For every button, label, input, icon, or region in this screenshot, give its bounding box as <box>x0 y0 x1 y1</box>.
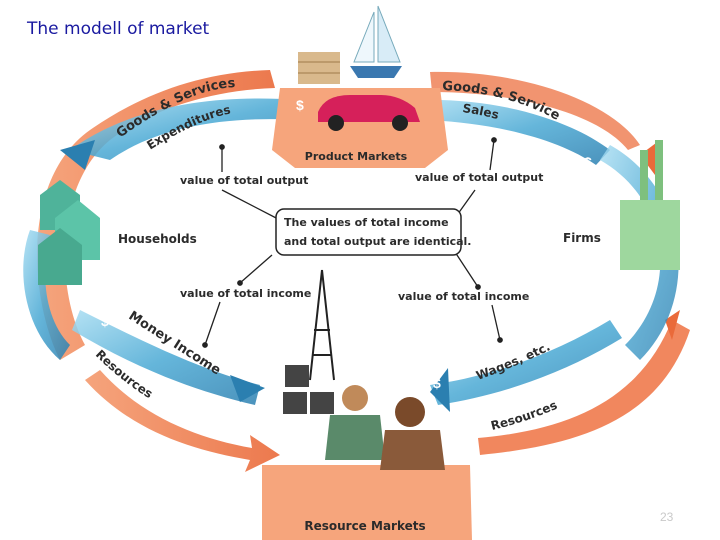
value-income-right: value of total income <box>398 290 529 303</box>
resource-markets-box: Resource Markets <box>262 465 472 540</box>
dollar-icon-4: $ <box>433 375 441 391</box>
firms-label: Firms <box>563 231 601 245</box>
center-note-box: The values of total income and total out… <box>275 208 472 256</box>
houses-icon <box>38 180 100 285</box>
sailboat-icon <box>350 5 402 78</box>
boxes-illustration <box>298 52 340 84</box>
dollar-icon-2: $ <box>584 154 592 170</box>
value-output-left: value of total output <box>180 174 308 187</box>
page-number: 23 <box>660 510 674 524</box>
slide-title: The modell of market <box>27 19 210 39</box>
oil-derrick-icon <box>283 269 335 414</box>
center-note-line2: and total output are identical. <box>284 235 472 248</box>
value-income-left: value of total income <box>180 287 311 300</box>
households-label: Households <box>118 232 197 246</box>
product-markets-label: Product Markets <box>305 150 408 163</box>
dollar-icon-3: $ <box>101 313 109 329</box>
value-output-right: value of total output <box>415 171 543 184</box>
dollar-icon-1: $ <box>296 97 304 113</box>
center-note-line1: The values of total income <box>284 216 449 229</box>
resource-markets-label: Resource Markets <box>304 519 425 533</box>
factory-icon <box>620 140 680 270</box>
car-icon <box>318 95 420 131</box>
workers-icon <box>325 385 445 470</box>
